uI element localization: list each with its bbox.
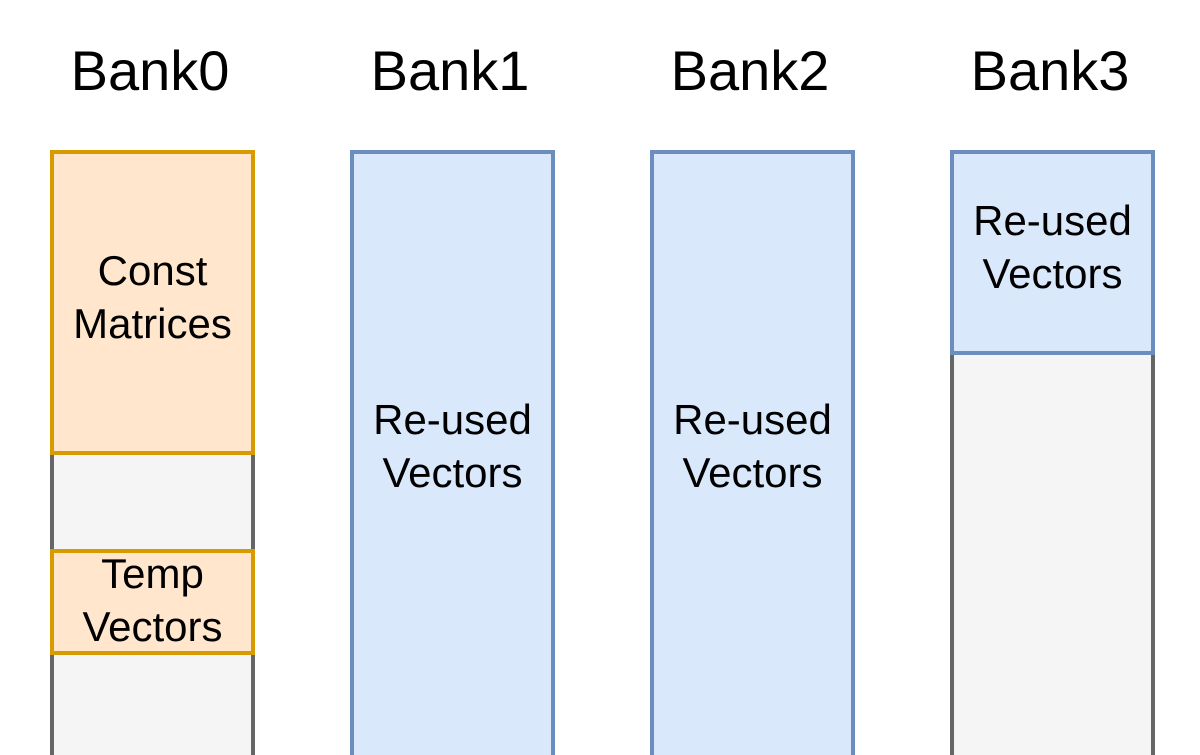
bank0-const-matrices-block: Const Matrices	[50, 150, 255, 455]
bank1-reused-vectors-label: Re-used Vectors	[354, 393, 551, 499]
bank0-temp-line2: Vectors	[82, 603, 223, 650]
bank1-reused-vectors-block: Re-used Vectors	[350, 150, 555, 755]
bank3-reused-line1: Re-used	[973, 197, 1132, 244]
bank2-reused-vectors-block: Re-used Vectors	[650, 150, 855, 755]
bank2-title: Bank2	[670, 39, 830, 102]
bank1-reused-line2: Vectors	[382, 449, 523, 496]
bank3-title: Bank3	[970, 39, 1130, 102]
bank3-reused-vectors-block: Re-used Vectors	[950, 150, 1155, 355]
bank0-title: Bank0	[70, 39, 230, 102]
bank0-temp-vectors-label: Temp Vectors	[54, 547, 251, 653]
bank2-reused-line2: Vectors	[682, 449, 823, 496]
bank0-temp-vectors-block: Temp Vectors	[50, 549, 255, 655]
bank0-const-matrices-label: Const Matrices	[54, 244, 251, 350]
bank3-reused-line2: Vectors	[982, 250, 1123, 297]
bank2-reused-vectors-label: Re-used Vectors	[654, 393, 851, 499]
bank0-const-line1: Const	[97, 247, 208, 294]
bank1-reused-line1: Re-used	[373, 396, 532, 443]
bank1-title: Bank1	[370, 39, 530, 102]
bank3-reused-vectors-label: Re-used Vectors	[954, 194, 1151, 300]
bank0-const-line2: Matrices	[73, 300, 232, 347]
bank0-temp-line1: Temp	[101, 550, 204, 597]
bank2-reused-line1: Re-used	[673, 396, 832, 443]
